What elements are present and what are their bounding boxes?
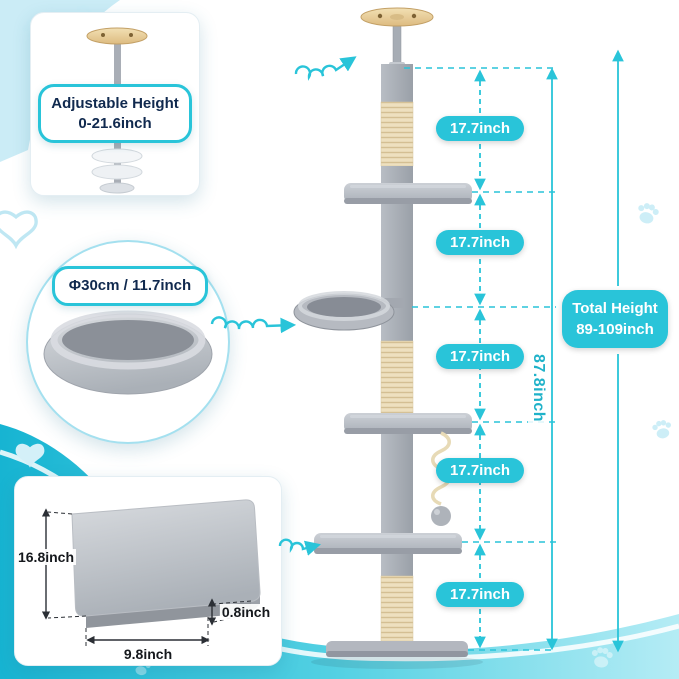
floor-shadow (311, 655, 483, 669)
adjustable-height-badge: Adjustable Height 0-21.6inch (38, 84, 192, 143)
cat-tree (293, 7, 483, 669)
pole-height-label: 87.8inch (528, 352, 548, 425)
platform-2 (344, 413, 472, 434)
cat-tree-post (380, 64, 414, 657)
platform-3 (314, 533, 462, 554)
segment-dimension-2: 17.7inch (435, 230, 525, 255)
sisal-section (380, 575, 414, 642)
segment-dimension-5: 17.7inch (435, 582, 525, 607)
total-height-line1: Total Height (572, 300, 658, 317)
adjustable-height-line1: Adjustable Height (51, 95, 179, 112)
base-plate (326, 641, 468, 657)
hammock (293, 291, 404, 331)
hammock-size-label: Φ30cm / 11.7inch (68, 277, 192, 294)
sisal-section (380, 101, 414, 167)
paw-icon (590, 646, 614, 669)
heart-icon (0, 212, 36, 245)
segment-dimension-3: 17.7inch (435, 344, 525, 369)
total-height-line2: 89-109inch (576, 321, 654, 338)
mat-thickness-label: 0.8inch (219, 604, 273, 620)
hammock-size-badge: Φ30cm / 11.7inch (52, 266, 208, 306)
mat-callout (14, 476, 282, 666)
sisal-section (380, 340, 414, 414)
ceiling-mount (360, 7, 434, 69)
total-height-badge: Total Height 89-109inch (562, 290, 668, 348)
ceiling-disc (360, 7, 434, 27)
rod-collar (389, 62, 405, 69)
adjustable-height-line2: 0-21.6inch (78, 114, 152, 132)
segment-dimension-1: 17.7inch (435, 116, 525, 141)
heart-icon (15, 443, 45, 468)
segment-dimension-4: 17.7inch (435, 458, 525, 483)
mat-height-label: 16.8inch (15, 549, 77, 565)
paw-icon (634, 201, 661, 226)
platform-1 (344, 183, 472, 204)
squiggly-arrow-top (294, 56, 357, 81)
mat-width-label: 9.8inch (121, 646, 175, 662)
support-rod (392, 21, 402, 69)
squiggly-arrow-bottom (278, 538, 322, 556)
paw-icon (651, 418, 674, 440)
